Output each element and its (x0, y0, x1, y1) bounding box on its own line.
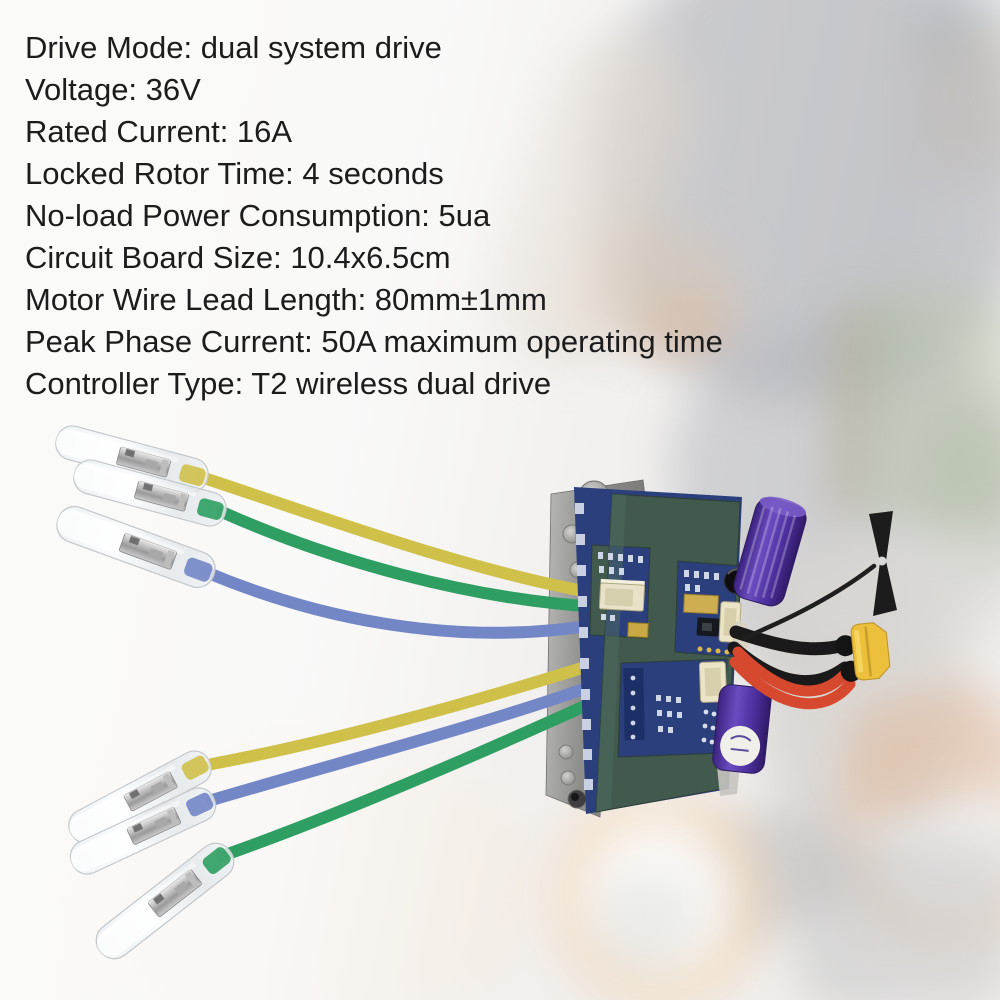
pcb-window-a-components (598, 552, 649, 639)
spec-line-drive-mode: Drive Mode: dual system drive (25, 30, 442, 65)
motor-wire-blue-bottom (206, 678, 604, 806)
motor-wire-blue-top (200, 566, 606, 639)
spec-line-rated-current: Rated Current: 16A (25, 114, 293, 149)
spec-line-board-size: Circuit Board Size: 10.4x6.5cm (25, 240, 451, 275)
spec-line-controller-type: Controller Type: T2 wireless dual drive (25, 366, 552, 401)
crimp-terminal (148, 869, 202, 918)
pcb-window-b-components (683, 570, 742, 656)
bullet-connector-yellow-bottom (68, 750, 212, 844)
tan-connector (683, 593, 719, 615)
capacitor-label (720, 725, 761, 766)
motor-wires (198, 472, 606, 862)
power-wire-red (729, 656, 856, 710)
frame-post (560, 770, 576, 786)
power-wires (727, 563, 877, 710)
bullet-connector-green-top (73, 459, 227, 527)
capacitor-small (712, 684, 772, 774)
power-wire-red (732, 646, 853, 697)
esc-board (574, 487, 807, 814)
pcb-edge-pads (575, 503, 593, 790)
frame-post (558, 744, 574, 760)
smd-pads (630, 675, 682, 740)
smd-pads (684, 570, 719, 592)
bullet-connector-blue-top (56, 505, 216, 589)
motor-wire-green-top (216, 506, 606, 613)
pcb-window-c-components (623, 661, 728, 745)
bullet-connector-blue-bottom (69, 787, 217, 875)
antenna (869, 511, 897, 616)
motor-wire-yellow-top (198, 472, 606, 600)
antenna-wire (741, 563, 877, 641)
smd-pads (598, 552, 643, 621)
xt60-connector (834, 622, 891, 682)
bullet-connector-yellow-top (55, 425, 209, 493)
spec-line-voltage: Voltage: 36V (25, 72, 201, 107)
antenna-hole (877, 556, 887, 566)
crimp-terminal (126, 807, 181, 845)
spec-line-no-load-power: No-load Power Consumption: 5ua (25, 198, 491, 233)
motor-wire-green-bottom (216, 694, 604, 862)
spec-line-locked-rotor: Locked Rotor Time: 4 seconds (25, 156, 444, 191)
motor-wire-yellow-bottom (206, 657, 604, 770)
spec-line-wire-length: Motor Wire Lead Length: 80mm±1mm (25, 282, 547, 317)
silkscreen-block (623, 667, 645, 741)
spec-line-peak-current: Peak Phase Current: 50A maximum operatin… (25, 324, 723, 359)
spec-text-block: Drive Mode: dual system drive Voltage: 3… (25, 27, 723, 405)
heatshrink-stub (834, 635, 856, 657)
bullet-connector-green-bottom (95, 842, 235, 960)
gold-connector (627, 621, 649, 639)
cover-plate-sheen (596, 494, 626, 812)
capacitor-large (733, 496, 807, 607)
bullet-connectors (55, 425, 235, 960)
crimp-terminal (123, 771, 178, 812)
solder-pads (701, 709, 717, 745)
